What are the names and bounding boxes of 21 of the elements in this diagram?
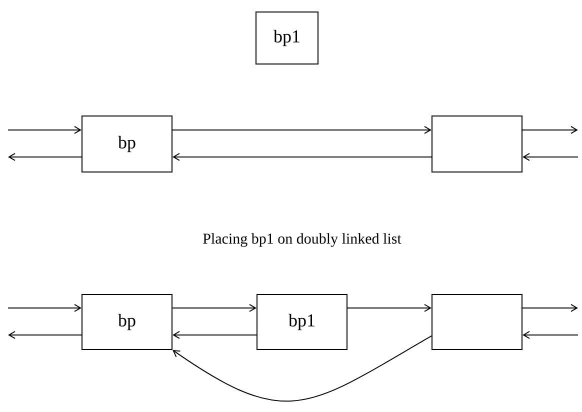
arrow	[522, 330, 578, 339]
empty-box	[432, 116, 522, 172]
arrow	[172, 153, 432, 161]
list-node-box: bp1	[256, 12, 318, 64]
empty-box	[432, 294, 522, 350]
list-node-box: bp	[82, 294, 172, 350]
arrow	[8, 153, 82, 161]
arrow	[172, 335, 432, 402]
list-node-box: bp1	[256, 294, 348, 350]
arrow	[8, 304, 82, 312]
arrow	[522, 304, 578, 312]
arrow	[8, 126, 82, 134]
arrow	[172, 304, 256, 312]
arrow	[522, 126, 578, 134]
list-node-box: bp	[82, 116, 172, 172]
arrow	[172, 330, 257, 339]
arrow	[522, 153, 578, 161]
caption-text: Placing bp1 on doubly linked list	[203, 233, 402, 247]
arrow	[172, 126, 432, 134]
arrow	[347, 304, 432, 312]
arrow	[8, 330, 82, 339]
